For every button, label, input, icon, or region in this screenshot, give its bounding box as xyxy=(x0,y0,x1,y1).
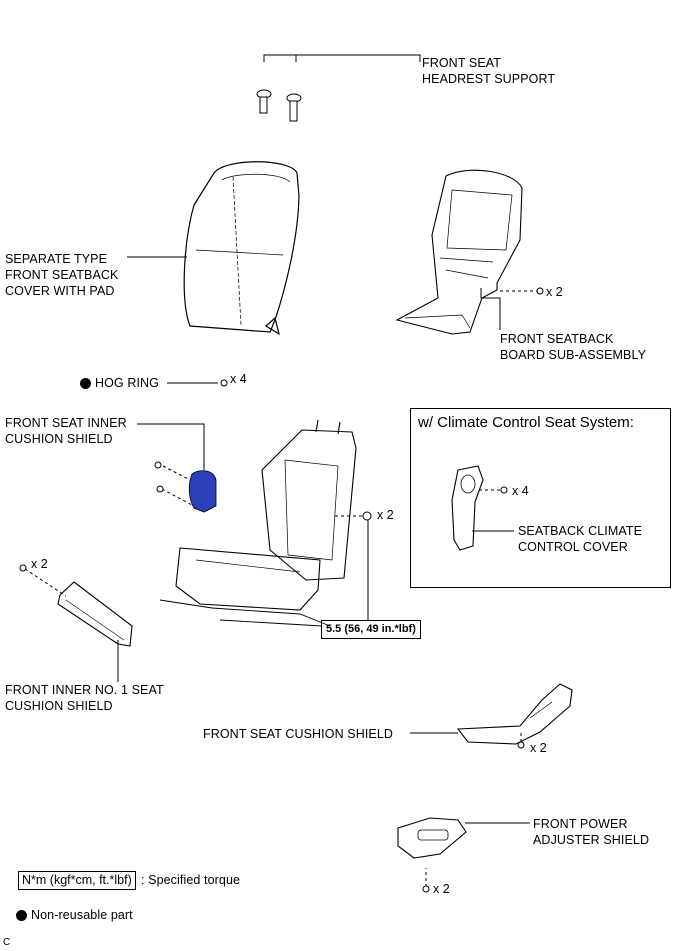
label-seatback-board: FRONT SEATBACK BOARD SUB-ASSEMBLY xyxy=(500,332,647,362)
count-power-adjuster-clips: x 2 xyxy=(433,882,450,896)
inner-no1-shield-outline xyxy=(57,581,133,647)
legend-non-reusable: Non-reusable part xyxy=(31,908,133,922)
climate-cover-outline xyxy=(451,465,484,551)
climate-control-box xyxy=(410,408,671,588)
seatback-cover-outline xyxy=(183,161,300,336)
legend-torque-unit: N*m (kgf*cm, ft.*lbf) xyxy=(18,871,136,890)
label-headrest-support: FRONT SEAT HEADREST SUPPORT xyxy=(422,56,556,86)
leader-seatback-board xyxy=(480,288,501,330)
label-seatback-cover: SEPARATE TYPE FRONT SEATBACK COVER WITH … xyxy=(5,252,119,298)
headrest-support-pins xyxy=(256,89,302,122)
climate-box-title: w/ Climate Control Seat System: xyxy=(418,414,634,431)
inner-cushion-shield-part xyxy=(188,470,217,513)
fasteners xyxy=(19,287,544,893)
leader-headrest xyxy=(263,54,421,62)
count-climate-clips: x 4 xyxy=(512,484,529,498)
power-adjuster-shield-outline xyxy=(397,817,467,859)
label-climate-cover: SEATBACK CLIMATE CONTROL COVER xyxy=(518,524,643,554)
leader-inner-cushion xyxy=(137,423,205,470)
torque-spec-box: 5.5 (56, 49 in.*lbf) xyxy=(321,620,421,639)
legend-dot-icon xyxy=(16,910,27,921)
legend-torque-text: : Specified torque xyxy=(141,873,241,887)
label-power-adjuster-shield: FRONT POWER ADJUSTER SHIELD xyxy=(533,817,650,847)
seat-frame-outline xyxy=(159,419,357,627)
label-inner-cushion-shield: FRONT SEAT INNER CUSHION SHIELD xyxy=(5,416,127,446)
count-frame-bolt: x 2 xyxy=(377,508,394,522)
seatback-board-outline xyxy=(395,169,523,335)
non-reusable-dot-icon xyxy=(80,378,91,389)
corner-mark: C xyxy=(3,937,11,948)
label-hog-ring: HOG RING xyxy=(95,376,159,390)
label-inner-no1-shield: FRONT INNER NO. 1 SEAT CUSHION SHIELD xyxy=(5,683,164,713)
label-cushion-shield: FRONT SEAT CUSHION SHIELD xyxy=(203,727,394,741)
count-cushion-shield-screws: x 2 xyxy=(530,741,547,755)
cushion-shield-outline xyxy=(456,683,573,745)
count-seatback-board-clips: x 2 xyxy=(546,285,563,299)
count-hog-ring: x 4 xyxy=(230,372,247,386)
count-inner-no1-clips: x 2 xyxy=(31,557,48,571)
